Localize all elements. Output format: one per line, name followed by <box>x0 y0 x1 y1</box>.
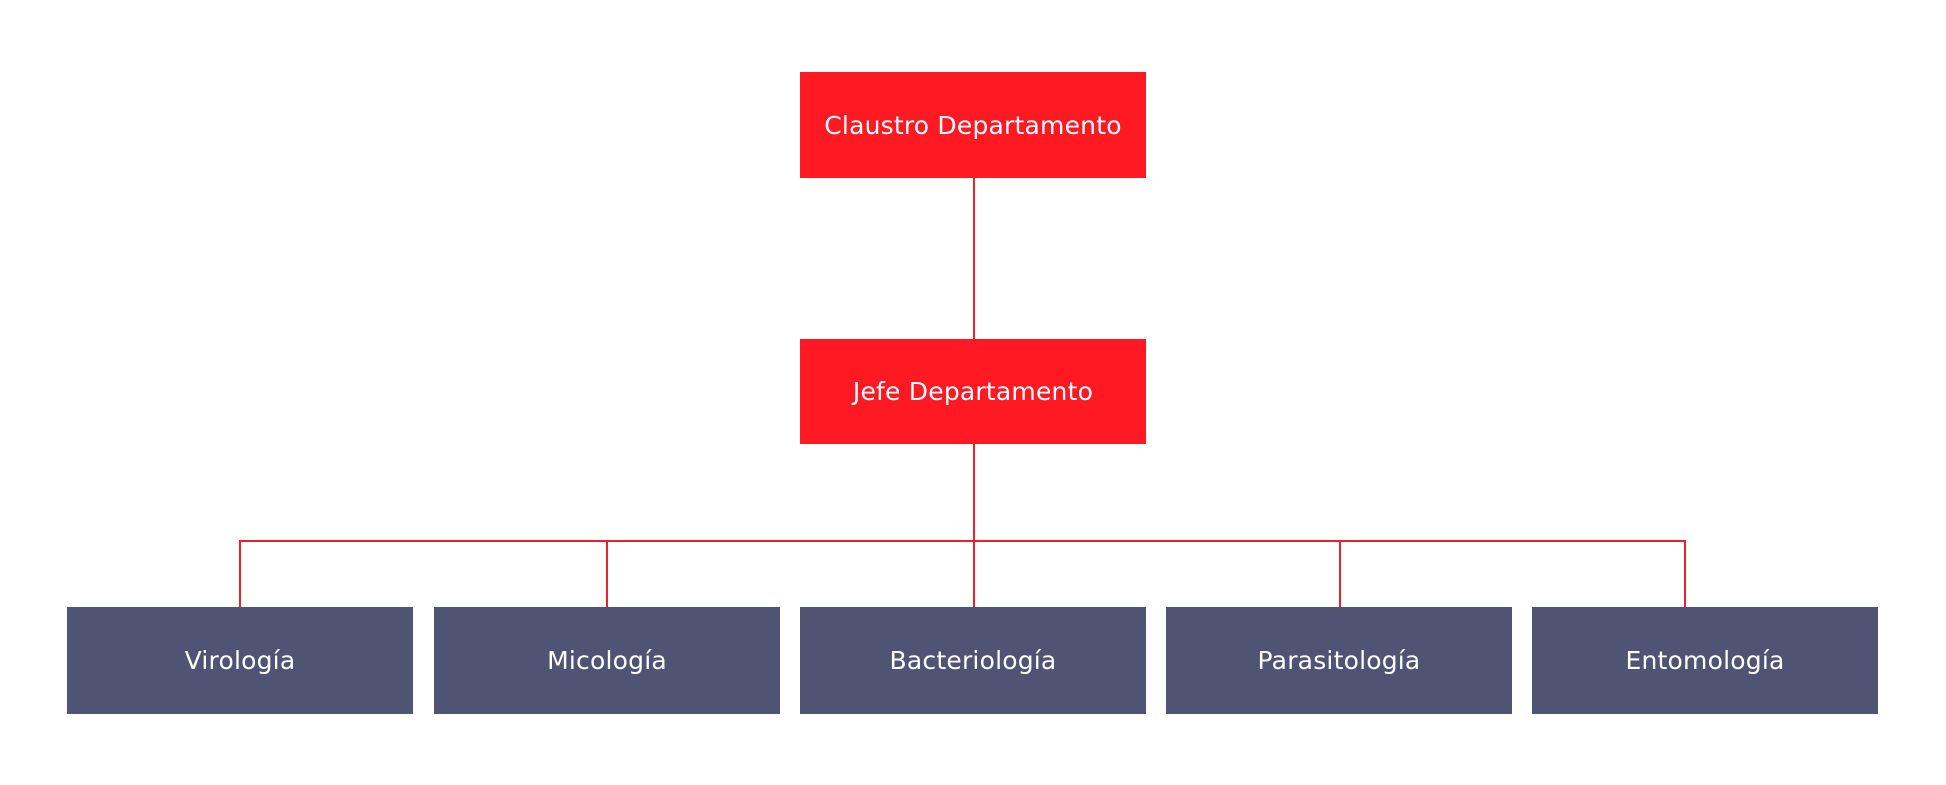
node-label: Virología <box>184 646 296 675</box>
connector-horizontal-bus <box>239 540 1686 542</box>
node-label: Claustro Departamento <box>824 110 1122 140</box>
connector-to-unit-4 <box>1339 540 1341 607</box>
connector-head-to-bus <box>973 444 975 542</box>
node-unit-bacteriologia: Bacteriología <box>800 607 1146 714</box>
node-claustro-departamento: Claustro Departamento <box>800 72 1146 178</box>
node-jefe-departamento: Jefe Departamento <box>800 339 1146 444</box>
connector-root-to-head <box>973 178 975 339</box>
node-unit-micologia: Micología <box>434 607 780 714</box>
node-unit-parasitologia: Parasitología <box>1166 607 1512 714</box>
connector-to-unit-5 <box>1684 540 1686 607</box>
connector-to-unit-2 <box>606 540 608 607</box>
node-label: Entomología <box>1625 646 1785 675</box>
node-unit-entomologia: Entomología <box>1532 607 1878 714</box>
node-label: Jefe Departamento <box>852 377 1094 406</box>
node-label: Micología <box>547 646 667 675</box>
node-unit-virologia: Virología <box>67 607 413 714</box>
node-label: Bacteriología <box>889 646 1057 675</box>
node-label: Parasitología <box>1257 646 1421 675</box>
connector-to-unit-1 <box>239 540 241 607</box>
connector-to-unit-3 <box>973 540 975 607</box>
